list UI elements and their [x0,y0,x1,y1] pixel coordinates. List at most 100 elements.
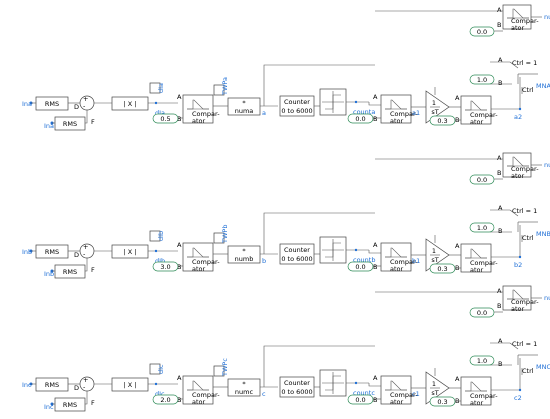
top-const-value: 0.0 [477,28,487,36]
selector-ctrl-eq: Ctrl = 1 [512,340,537,348]
rms-block-1[interactable] [35,96,69,111]
selector-const-value: 1.0 [477,76,487,84]
comparator-1-const-value: 0.5 [160,115,170,123]
comparator-2-b: B [373,263,377,271]
sum-d-label: D [74,251,79,259]
comparator-2-a: A [373,241,378,249]
top-const[interactable] [469,174,495,185]
abs-block[interactable] [111,244,149,259]
selector-ctrl: Ctrl [522,367,534,375]
count-node [354,381,358,385]
multiplier-name: numa [235,107,254,115]
integrator-top: 1 [432,380,436,388]
top-const-value: 0.0 [477,309,487,317]
abs-block[interactable] [111,377,149,392]
limiter-curve [325,242,341,258]
wire [509,209,519,217]
top-const[interactable] [469,26,495,37]
top-output-label: numc [544,294,550,302]
multiplier-op: * [242,380,246,388]
count-node [354,248,358,252]
comparator-1-b: B [177,115,181,123]
rms-label-2: RMS [63,268,77,276]
rms-block-1[interactable] [35,377,69,392]
wire [491,358,521,391]
multiplier-block[interactable] [227,245,261,264]
wire-label: b [262,257,266,265]
out2-node [518,388,522,392]
top-output-label: numb [544,161,550,169]
comparator-1-const[interactable] [152,394,179,405]
abs-label: | X | [124,381,137,389]
selector-ctrl: Ctrl [522,86,534,94]
rms-label-1: RMS [45,381,59,389]
comparator-3-a: A [455,94,460,102]
wire [263,345,375,387]
counter-range: 0 to 6000 [281,388,312,396]
sum-d-label: D [74,384,79,392]
wire [368,250,381,254]
out1-label: b1 [412,257,420,265]
integrator-bottom: sT [431,389,438,397]
comparator-1-label: Compar-ator [192,110,220,125]
sum-minus: - [83,102,86,110]
comparator-3-const[interactable] [429,263,456,274]
counter-title: Counter [284,379,310,387]
comparator-2-const[interactable] [347,394,374,405]
comparator-2-label: Compar-ator [390,258,418,273]
top-comparator-a: A [497,287,502,295]
rms-label-2: RMS [63,401,77,409]
comparator-3-const-value: 0.3 [437,117,447,125]
sum-plus: + [83,243,88,251]
multiplier-block[interactable] [227,378,261,397]
rms-block-1[interactable] [35,244,69,259]
multiplier-block[interactable] [227,97,261,116]
sum-f-label: F [91,399,95,407]
top-comparator-a: A [497,6,502,14]
comparator-1-a: A [177,374,182,382]
twp-label: TWPc [221,358,229,377]
rms-label-1: RMS [45,100,59,108]
comparator-1-const[interactable] [152,261,179,272]
comparator-2-label: Compar-ator [390,391,418,406]
rms-block-2[interactable] [54,397,86,412]
top-const[interactable] [469,307,495,318]
comparator-3-const[interactable] [429,396,456,407]
top-comparator[interactable] [502,4,532,30]
top-comparator[interactable] [502,285,532,311]
selector-const[interactable] [469,74,495,85]
top-comparator-label: Compar-ator [511,165,539,180]
delta-node [154,382,158,386]
twp-monitor-icon [213,84,225,96]
comparator-1-const-value: 3.0 [160,263,170,271]
limiter-curve [325,94,341,110]
selector-const[interactable] [469,222,495,233]
wire [263,64,375,106]
abs-block[interactable] [111,96,149,111]
input-label-1: Inc [22,381,32,389]
comparator-1-a: A [177,93,182,101]
wire-label: c [262,390,266,398]
sum-plus: + [83,95,88,103]
comparator-2-const[interactable] [347,113,374,124]
delta-node-label: dIc [155,390,165,398]
comparator-3-const-value: 0.3 [437,265,447,273]
multiplier-name: numc [235,388,254,396]
input-label-2: Ina [44,122,54,130]
abs-label: | X | [124,248,137,256]
comparator-2-const[interactable] [347,261,374,272]
sum-d-label: D [74,103,79,111]
selector-const[interactable] [469,355,495,366]
comparator-2-b: B [373,396,377,404]
selector-a: A [498,204,503,212]
rms-block-2[interactable] [54,264,86,279]
comparator-1-const[interactable] [152,113,179,124]
input-label-2: Inb [44,270,54,278]
comparator-3-const-value: 0.3 [437,398,447,406]
integrator-top: 1 [432,99,436,107]
comparator-3-const[interactable] [429,115,456,126]
count-label: countc [353,389,375,397]
rms-block-2[interactable] [54,116,86,131]
